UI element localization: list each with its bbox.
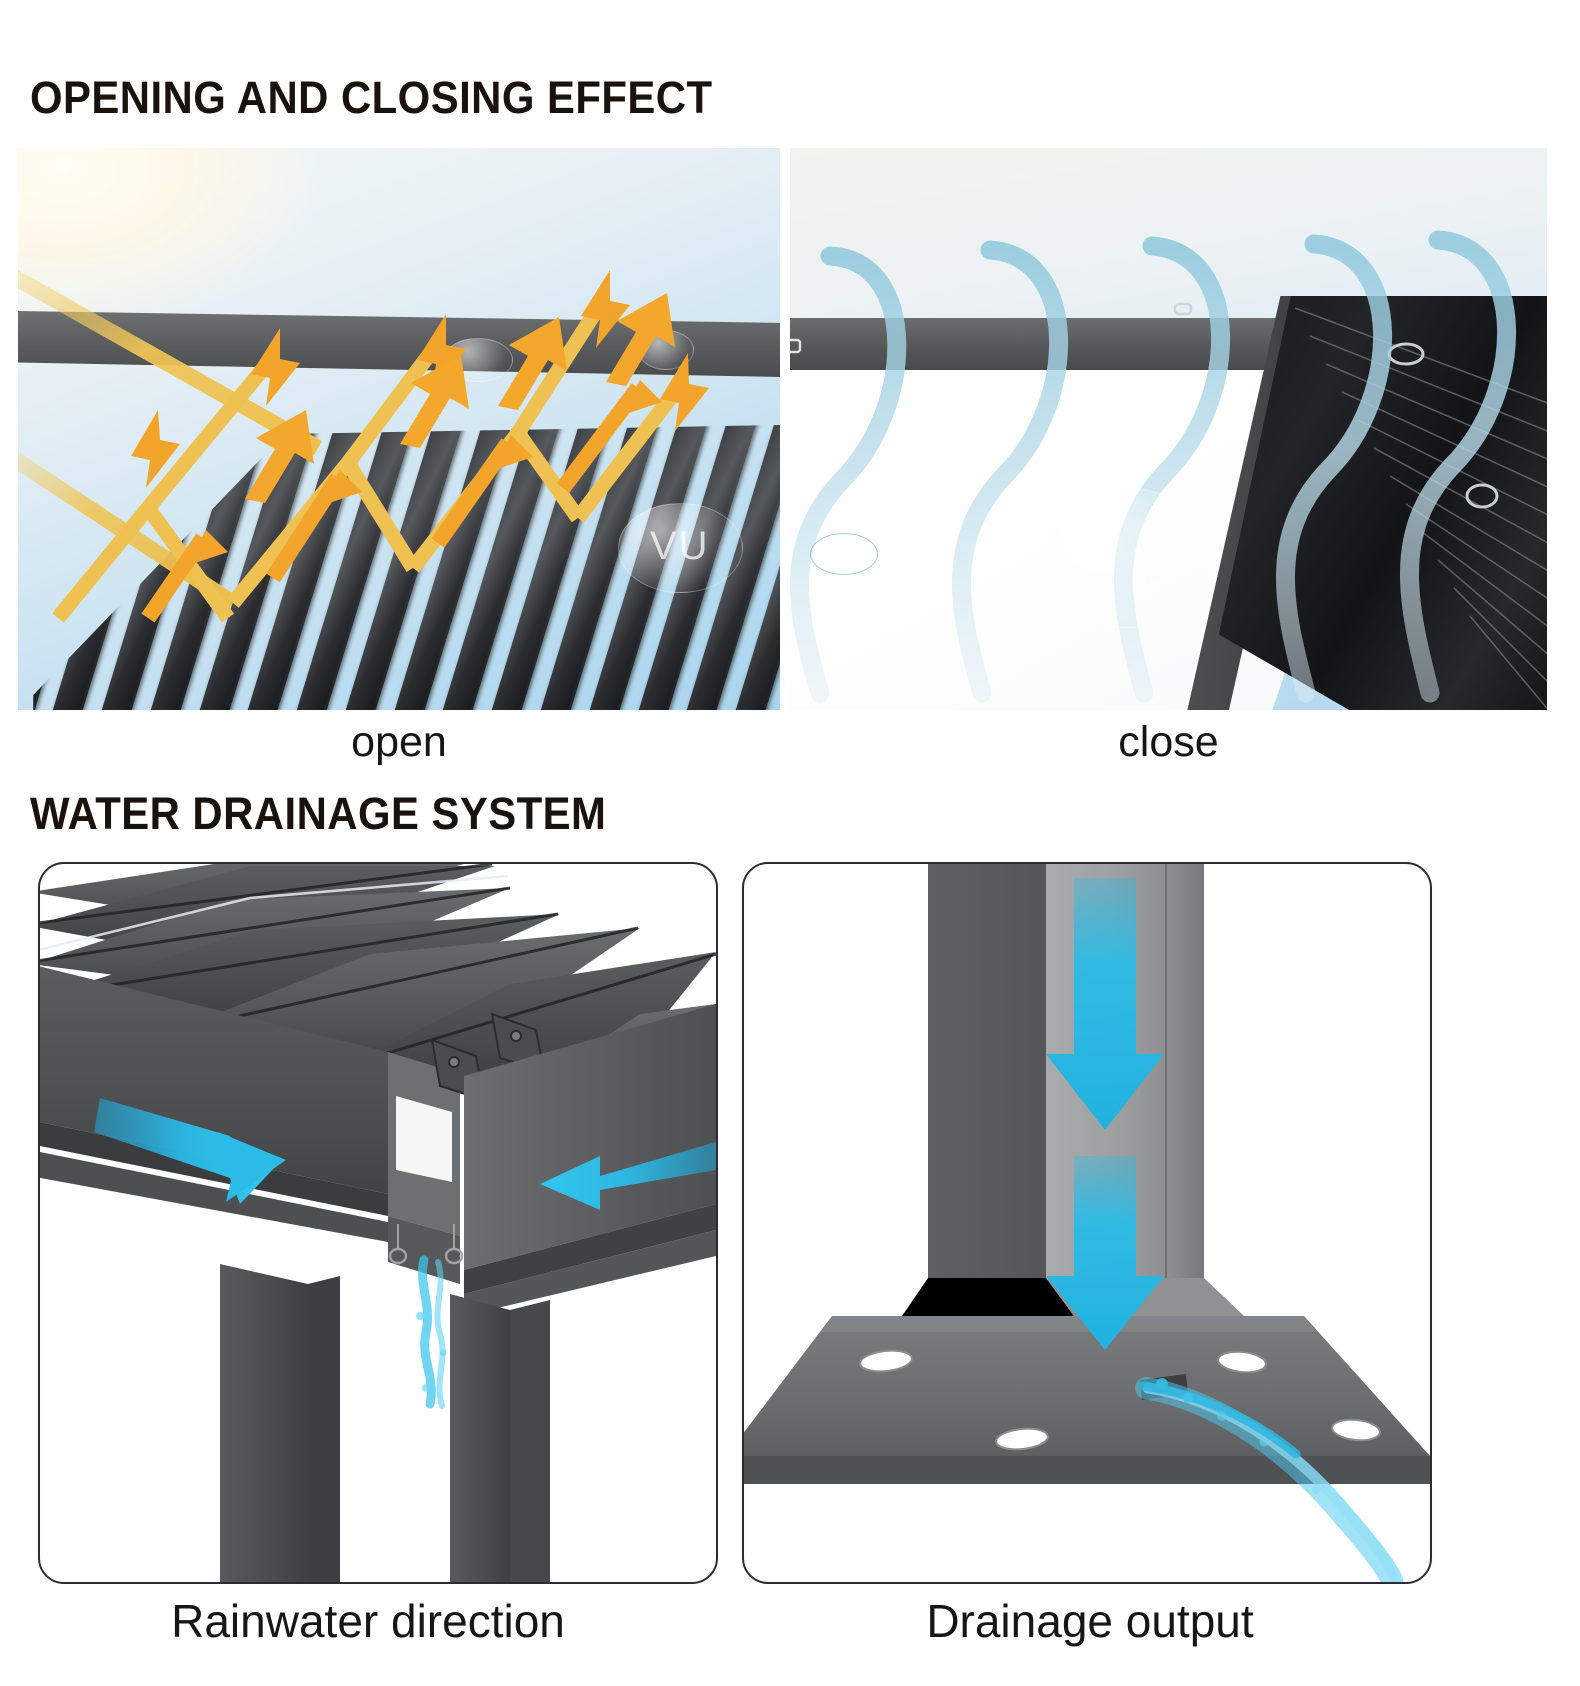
panel-close-effect [790,148,1547,710]
left-beam-shadowline [40,1152,388,1242]
sun-ray-arrowhead-group [131,270,709,488]
right-beam-lower [464,1230,716,1316]
base-plate-highlight [822,1316,1316,1332]
watermark-bubble-large [618,503,743,593]
closed-louver-seams [1294,307,1547,710]
section-heading-opening-closing: OPENING AND CLOSING EFFECT [30,72,713,123]
arrow-left-gutter-flow [94,1098,286,1204]
watermark-text: VU [650,524,710,568]
panel-rainwater-direction [38,862,718,1584]
watermark-oval-close [810,533,878,575]
arrow-right-gutter-flow [540,1142,716,1210]
panel-drainage-output [742,862,1432,1584]
support-leg [220,1264,308,1582]
streak-group [790,230,1517,703]
water-splash [416,1255,447,1409]
watermark-blob-close [1040,488,1215,628]
arrow-lower-downflow [1046,1156,1164,1350]
bolt-holes [859,1349,1381,1451]
right-beam-lip [464,1204,716,1294]
gutter-interior [396,1096,452,1182]
arrow-upper-downflow [1046,878,1164,1130]
section-heading-water-drainage: WATER DRAINAGE SYSTEM [30,788,607,839]
post-flare-left [902,1278,1074,1316]
rainwater-illustration [40,864,716,1582]
caption-drainage-output: Drainage output [926,1595,1254,1647]
close-panel-fixtures [790,302,1193,354]
rain-deflection-streaks [790,230,1517,703]
caption-open: open [351,718,447,766]
water-jet [1135,1377,1403,1582]
foreground-orange-arrows [245,293,675,503]
right-beam-face [464,1004,716,1270]
panel-open-effect: VU [18,148,780,710]
caption-rainwater-direction: Rainwater direction [171,1595,565,1647]
base-plate [744,1316,1430,1456]
sunlight-arrows-overlay [18,270,709,623]
caption-close: close [1118,718,1219,766]
support-leg-side [308,1276,340,1582]
support-leg-right-side [510,1300,550,1582]
spout-rings [388,1224,464,1265]
drainage-output-illustration [744,864,1430,1582]
base-plate-edge [744,1456,1430,1484]
support-leg-right [450,1294,510,1582]
